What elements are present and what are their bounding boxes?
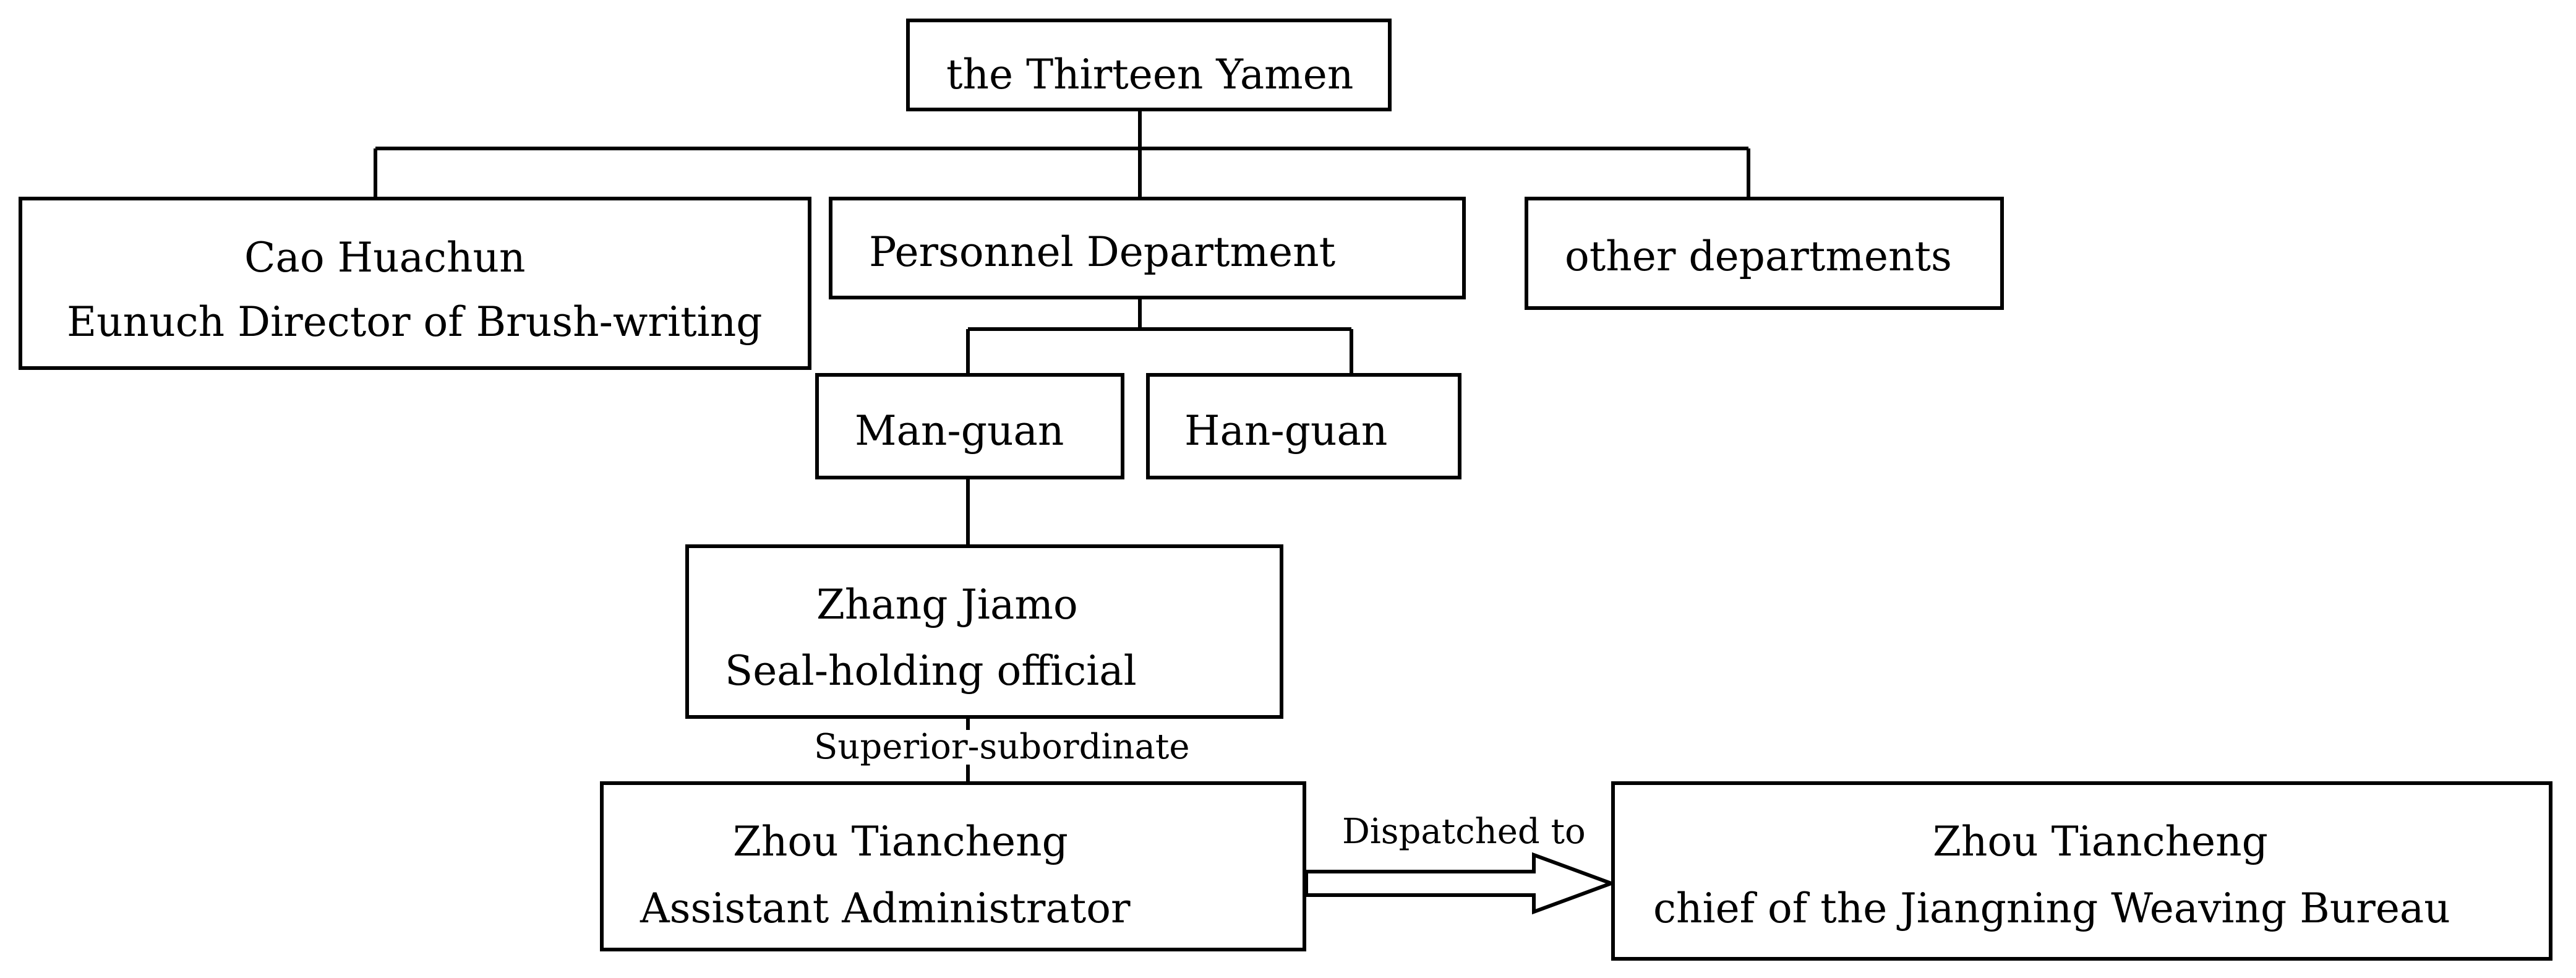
node-personnel-department <box>829 197 1466 299</box>
thirteen-yamen-label: the Thirteen Yamen <box>946 51 1354 98</box>
other-departments-label: other departments <box>1565 233 1952 280</box>
node-zhang-jiamo <box>685 544 1283 719</box>
node-thirteen-yamen <box>906 19 1392 111</box>
node-cao-huachun <box>19 197 811 370</box>
man-guan-label: Man-guan <box>855 407 1064 455</box>
zhou2-title: chief of the Jiangning Weaving Bureau <box>1653 885 2450 932</box>
cao-name: Cao Huachun <box>244 234 526 281</box>
node-zhou-assistant <box>600 781 1306 951</box>
personnel-label: Personnel Department <box>869 228 1336 276</box>
zhou-name: Zhou Tiancheng <box>733 818 1068 865</box>
zhang-title: Seal-holding official <box>725 647 1137 695</box>
zhou2-name: Zhou Tiancheng <box>1933 818 2268 865</box>
node-other-departments <box>1525 197 2004 310</box>
node-zhou-weaving-bureau <box>1611 781 2552 961</box>
dispatch-arrow <box>1304 852 1617 915</box>
superior-subordinate-label: Superior-subordinate <box>814 727 1190 767</box>
node-man-guan <box>815 373 1124 479</box>
dispatched-to-label: Dispatched to <box>1342 812 1586 852</box>
zhou-title: Assistant Administrator <box>640 885 1131 932</box>
zhang-name: Zhang Jiamo <box>816 581 1078 628</box>
node-han-guan <box>1146 373 1461 479</box>
han-guan-label: Han-guan <box>1184 407 1388 455</box>
cao-title: Eunuch Director of Brush-writing <box>67 298 763 346</box>
